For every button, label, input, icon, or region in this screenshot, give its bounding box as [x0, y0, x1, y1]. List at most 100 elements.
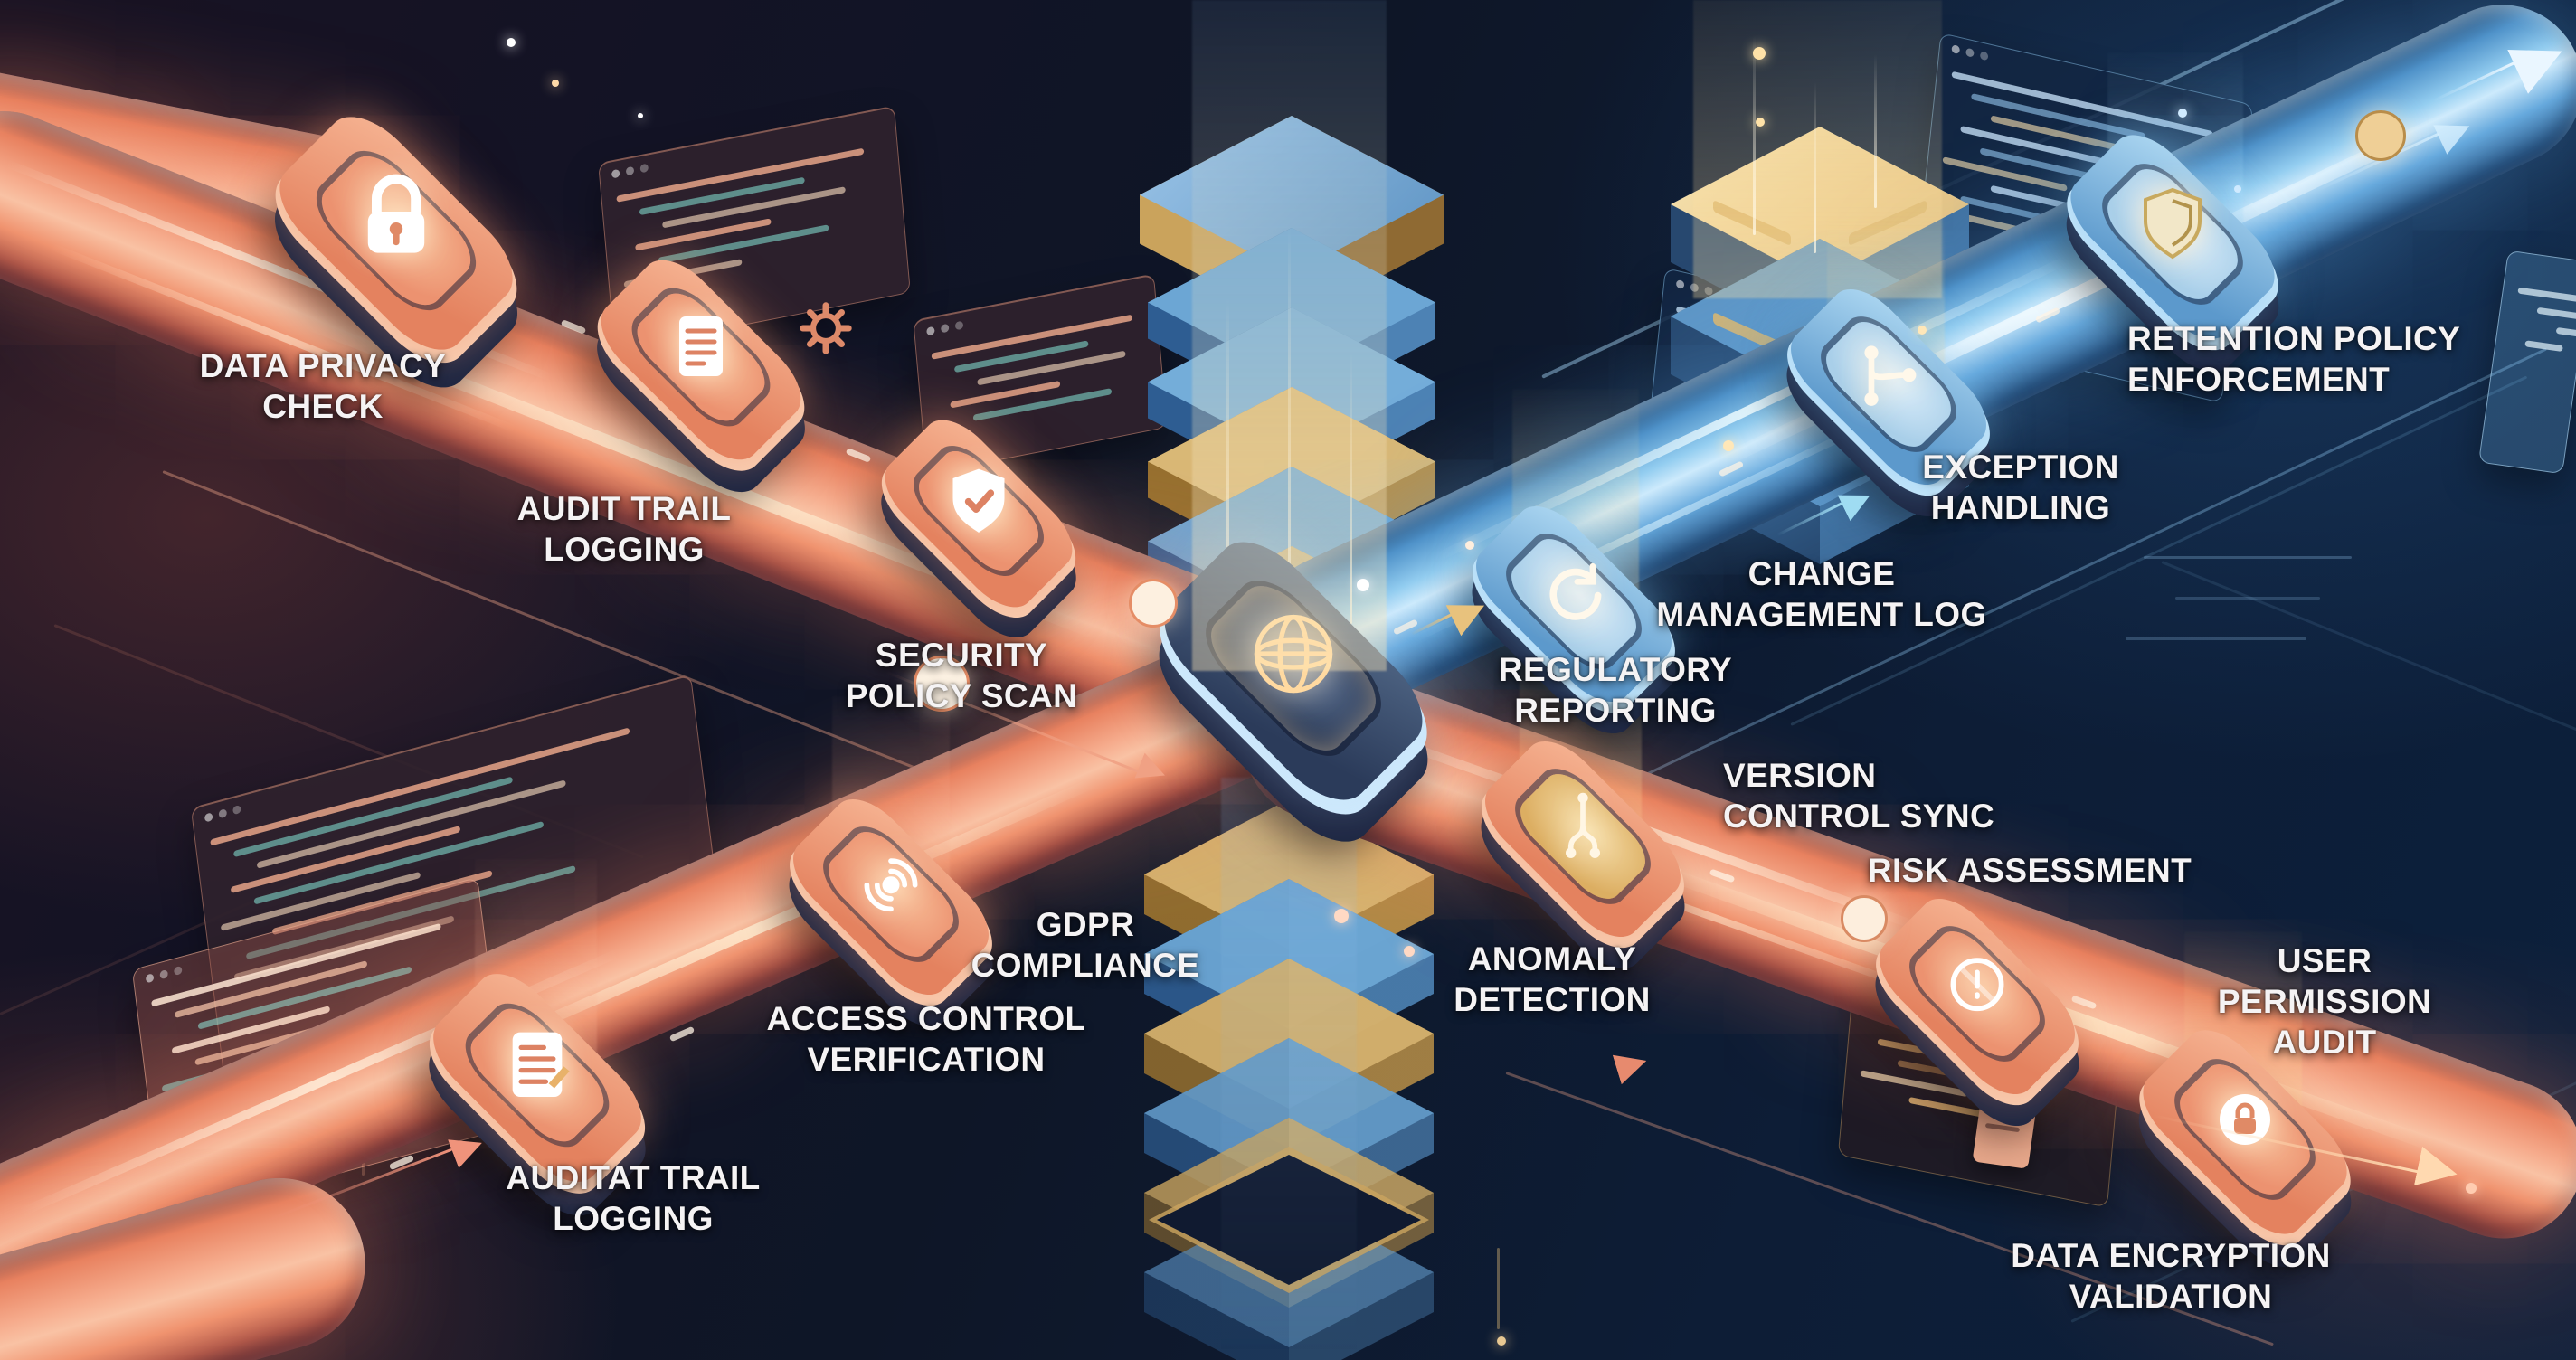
sparkle-dot	[1753, 47, 1766, 60]
label-line: EXCEPTION	[1922, 449, 2119, 486]
label-line: DETECTION	[1454, 981, 1651, 1018]
code-line	[2524, 340, 2564, 353]
label-line: COMPLIANCE	[971, 947, 1200, 984]
beam-line	[1753, 36, 1756, 235]
label-line: RISK ASSESSMENT	[1867, 852, 2192, 889]
background-line	[2126, 638, 2306, 640]
code-line	[658, 224, 829, 264]
window-dots-icon	[204, 812, 213, 823]
merge-icon	[1846, 332, 1932, 418]
beam-line	[1814, 81, 1816, 253]
sparkle-dot	[1723, 440, 1734, 451]
label-line: LOGGING	[544, 531, 705, 568]
light-beam	[1192, 0, 1387, 671]
belt-badge-icon	[1129, 579, 1178, 628]
window-dots-icon	[611, 168, 620, 179]
beam-line	[1874, 54, 1877, 208]
alert-icon	[1935, 941, 2021, 1027]
sparkle-dot	[1404, 946, 1415, 957]
label-risk-assessment: RISK ASSESSMENT	[1868, 850, 2192, 891]
label-line: AUDIT TRAIL	[516, 490, 732, 527]
scan-icon	[848, 842, 934, 928]
sparkle-dot	[2234, 185, 2241, 193]
shield-icon	[2127, 179, 2218, 269]
label-line: CHECK	[262, 388, 384, 425]
gear-icon	[794, 297, 857, 364]
code-line	[2517, 287, 2576, 304]
document-icon	[656, 302, 746, 392]
sparkle-dot	[638, 113, 643, 118]
sync-icon	[1531, 549, 1617, 635]
label-line: CHANGE	[1747, 555, 1896, 592]
label-line: ENFORCEMENT	[2127, 361, 2391, 398]
globe-icon	[1233, 593, 1355, 715]
sparkle-dot	[1756, 118, 1765, 127]
window-dots-icon	[926, 326, 935, 336]
branch-icon	[1540, 784, 1626, 870]
shield-check-icon	[936, 458, 1022, 544]
window-dots-icon	[145, 973, 155, 984]
light-beam	[1693, 0, 1942, 298]
label-line: SECURITY	[875, 637, 1048, 674]
label-line: LOGGING	[553, 1200, 714, 1237]
padlock-icon	[2200, 1074, 2290, 1165]
label-auditat-trail-logging: AUDITAT TRAIL LOGGING	[506, 1157, 760, 1239]
lock-icon	[342, 164, 450, 272]
beam-line	[1350, 353, 1352, 624]
sparkle-dot	[1357, 579, 1369, 591]
label-data-encryption-validation: DATA ENCRYPTION VALIDATION	[2011, 1235, 2330, 1317]
code-line	[977, 350, 1126, 386]
code-line	[210, 727, 630, 846]
sparkle-dot	[2466, 1183, 2477, 1194]
vertical-line	[1497, 1248, 1500, 1329]
list-icon	[490, 1017, 585, 1112]
sparkle-dot	[2178, 109, 2187, 118]
label-change-management-log: CHANGE MANAGEMENT LOG	[1656, 553, 1986, 635]
label-line: VERSION	[1723, 757, 1877, 794]
sparkle-dot	[1465, 541, 1474, 550]
belt-badge-icon	[914, 656, 970, 712]
label-line: GDPR	[1036, 906, 1135, 943]
label-line: ACCESS CONTROL	[766, 1000, 1086, 1037]
code-line	[1942, 156, 2068, 192]
label-line: DATA PRIVACY	[199, 347, 447, 384]
label-audit-trail-logging: AUDIT TRAIL LOGGING	[517, 488, 732, 570]
beam-line	[1226, 298, 1229, 606]
label-line: DATA ENCRYPTION	[2011, 1237, 2331, 1274]
label-line: REPORTING	[1514, 692, 1717, 729]
arrow-icon	[1613, 1045, 1651, 1083]
light-beam	[1221, 778, 1357, 1356]
label-access-control-verification: ACCESS CONTROL VERIFICATION	[767, 998, 1086, 1080]
arrow-line	[1763, 1020, 1765, 1023]
label-line: RETENTION POLICY	[2127, 320, 2461, 357]
background-line	[2144, 556, 2352, 559]
sparkle-dot	[507, 38, 516, 47]
label-line: VALIDATION	[2069, 1278, 2273, 1315]
label-line: ANOMALY	[1467, 940, 1637, 978]
code-line	[635, 218, 772, 251]
label-line: HANDLING	[1930, 489, 2111, 526]
label-line: PERMISSION	[2217, 983, 2432, 1020]
window-dots-icon	[1675, 279, 1685, 289]
label-line: POLICY SCAN	[845, 677, 1078, 714]
background-line	[2161, 561, 2576, 740]
sparkle-dot	[1918, 326, 1927, 335]
label-line: VERIFICATION	[807, 1041, 1046, 1078]
label-gdpr-compliance: GDPR COMPLIANCE	[971, 904, 1200, 986]
label-line: AUDIT	[2272, 1024, 2377, 1061]
label-retention-policy-enforcement: RETENTION POLICY ENFORCEMENT	[2127, 318, 2460, 400]
code-line	[2536, 307, 2576, 320]
belt-badge-icon	[2355, 110, 2406, 161]
glass-panel	[2477, 250, 2576, 475]
label-line: MANAGEMENT LOG	[1656, 596, 1987, 633]
sparkle-dot	[552, 80, 559, 87]
beam-line	[1288, 226, 1291, 651]
label-line: AUDITAT TRAIL	[506, 1159, 761, 1196]
